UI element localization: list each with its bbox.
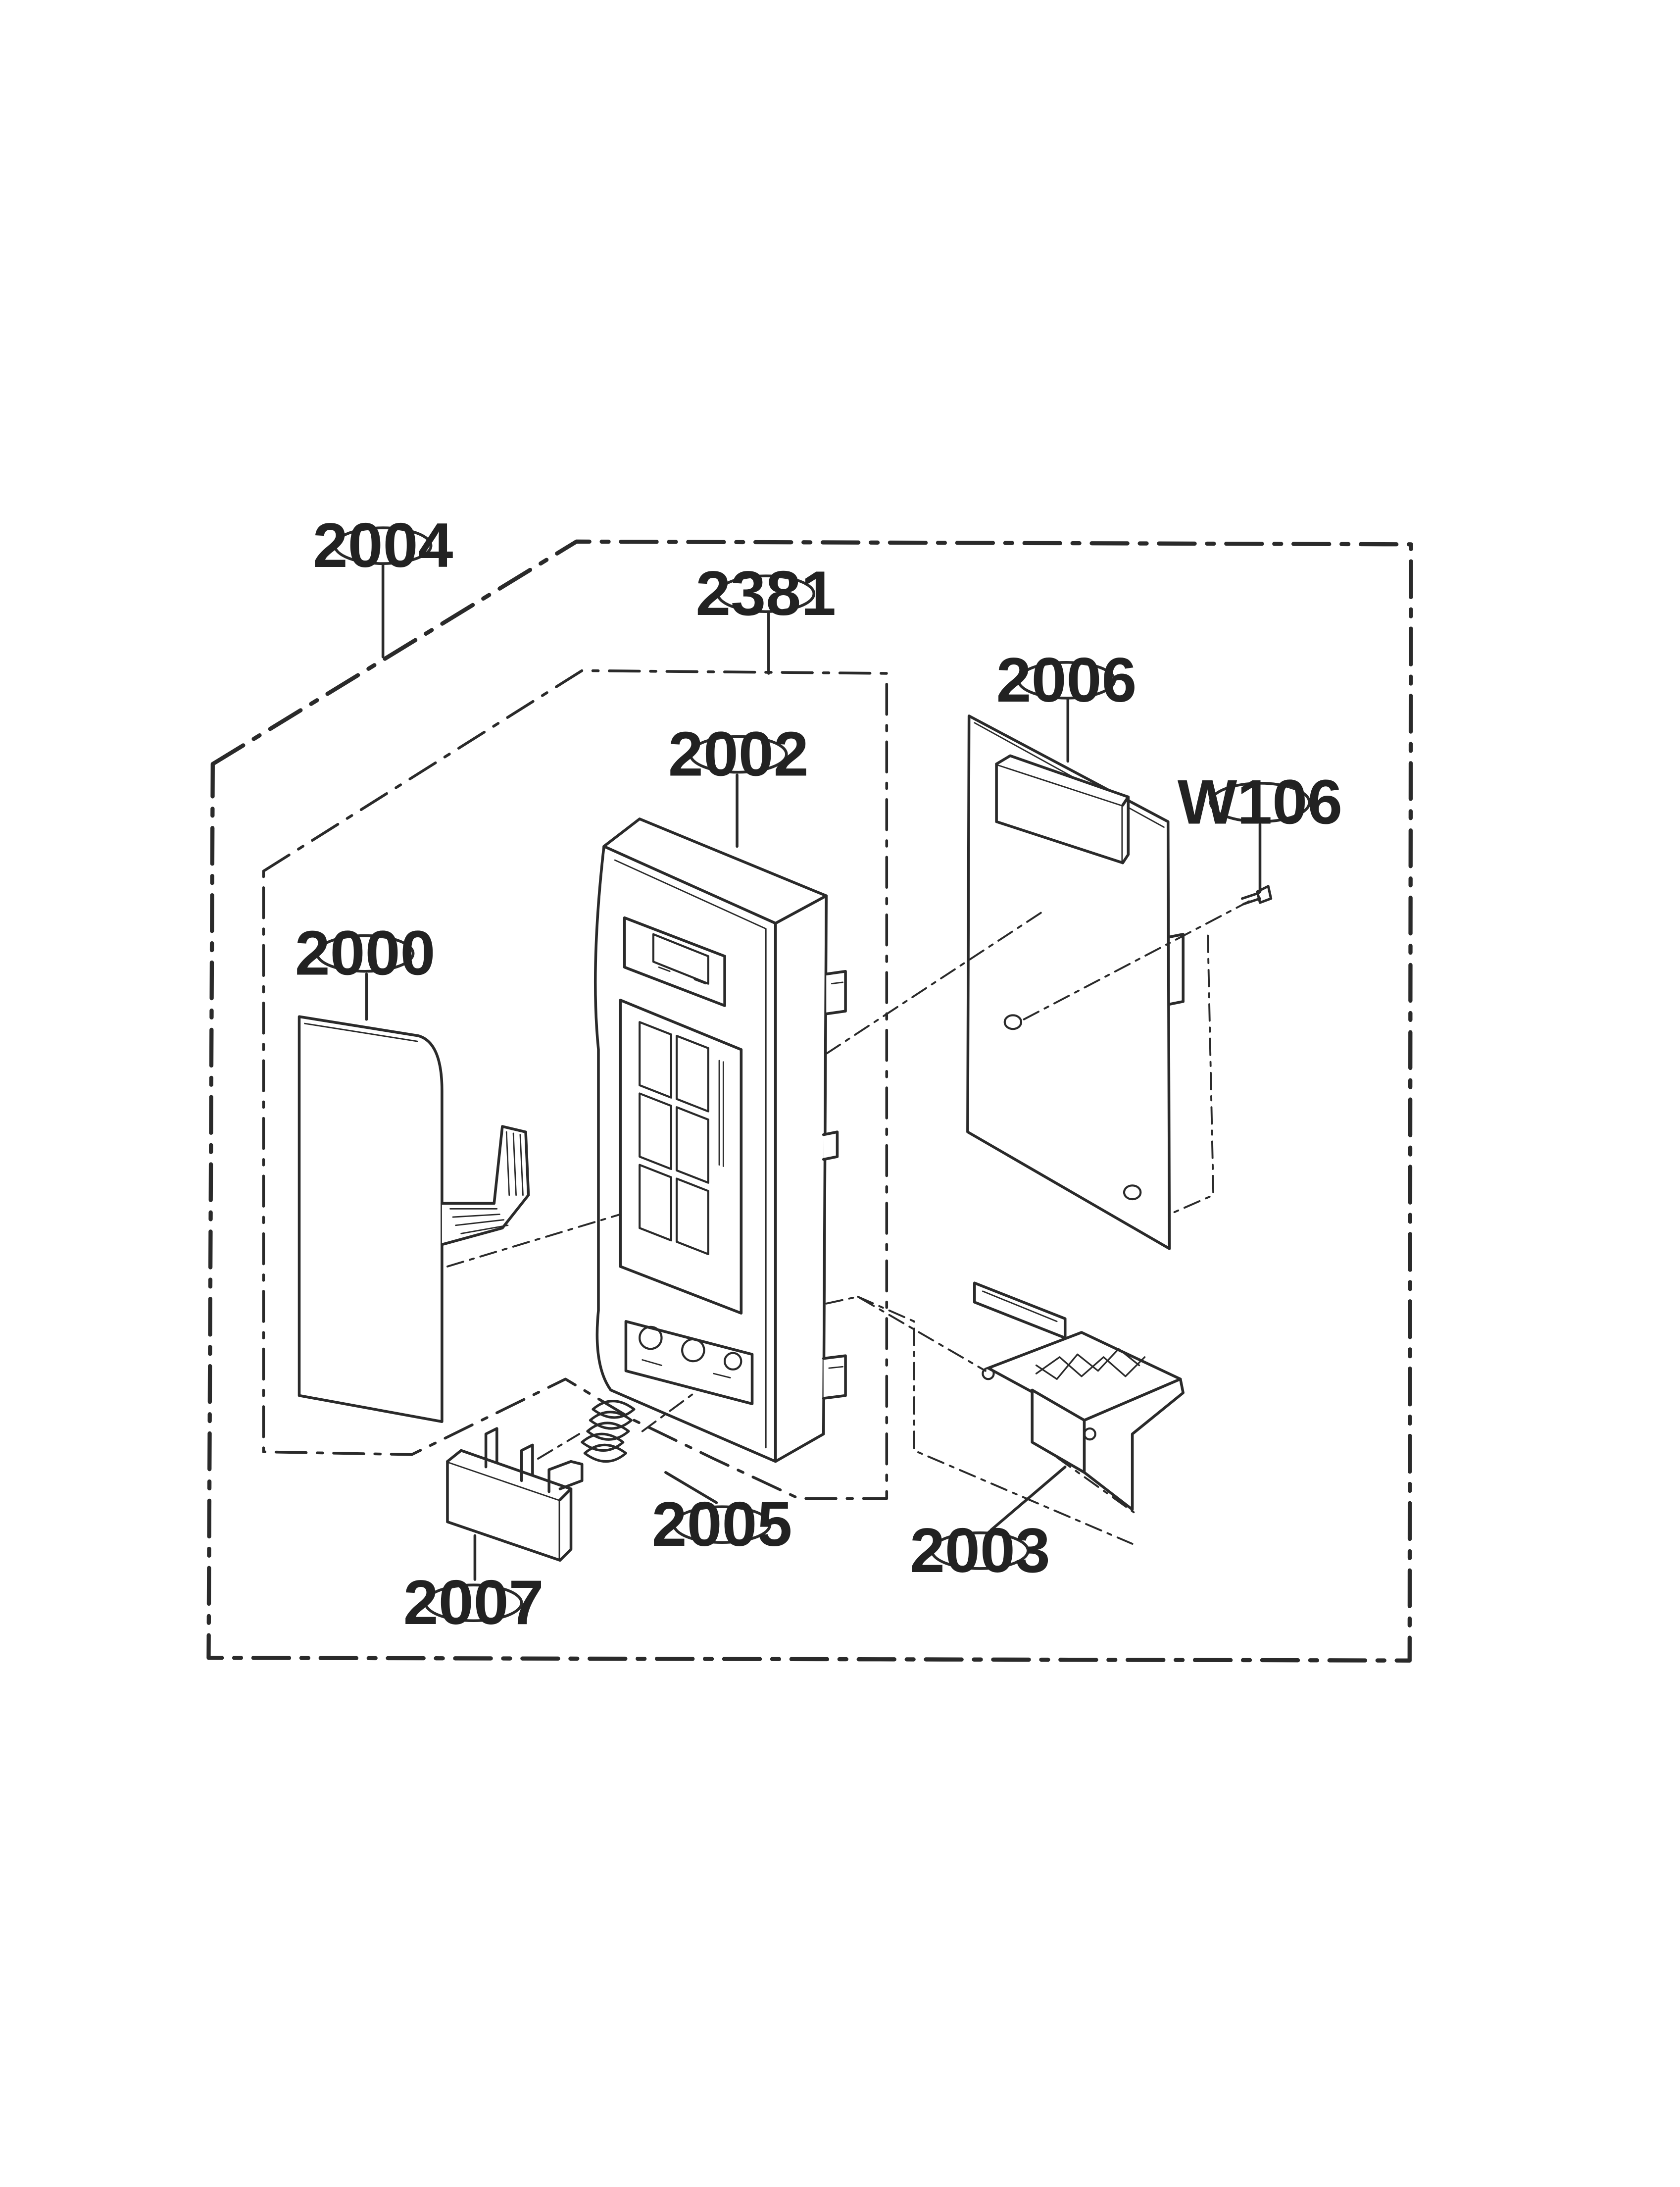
part-2006-pcb-board bbox=[966, 714, 1185, 1250]
part-2002-control-panel-frame bbox=[593, 817, 847, 1463]
part-2007-push-button bbox=[446, 1427, 584, 1562]
part-2000-membrane-sheet bbox=[297, 1015, 530, 1423]
callout-2004: 2004 bbox=[313, 510, 453, 581]
callout-2003-oval bbox=[931, 1531, 1030, 1570]
callout-ovals bbox=[315, 526, 1311, 1623]
part-2005-spring bbox=[581, 1400, 636, 1463]
callout-2007: 2007 bbox=[403, 1568, 544, 1638]
callout-labels: 2004 2381 2006 2002 W106 2000 2005 2003 … bbox=[295, 510, 1342, 1638]
callout-2005-oval bbox=[672, 1505, 772, 1544]
part-w106-screw bbox=[1240, 885, 1273, 906]
callout-2006-oval bbox=[1017, 661, 1116, 700]
callout-2007-oval bbox=[424, 1583, 523, 1623]
callout-2002: 2002 bbox=[668, 719, 809, 790]
part-2003-latch-lever bbox=[973, 1281, 1185, 1511]
callout-leaders bbox=[365, 562, 1262, 1581]
assembly-guide-lines bbox=[446, 900, 1250, 1545]
callout-2006: 2006 bbox=[996, 645, 1137, 715]
callout-2002-oval bbox=[689, 735, 788, 774]
callout-2381: 2381 bbox=[695, 559, 836, 629]
callout-2004-oval bbox=[333, 526, 433, 565]
callout-2000-oval bbox=[315, 934, 415, 973]
callout-w106: W106 bbox=[1178, 767, 1342, 838]
assembly-boundary-2004 bbox=[206, 539, 1413, 1663]
callout-2381-oval bbox=[716, 574, 816, 613]
subassembly-boundary-2381 bbox=[262, 669, 889, 1500]
callout-2005: 2005 bbox=[652, 1489, 792, 1560]
callout-w106-oval bbox=[1209, 782, 1311, 823]
callout-2003: 2003 bbox=[910, 1516, 1050, 1586]
callout-2000: 2000 bbox=[295, 918, 436, 989]
